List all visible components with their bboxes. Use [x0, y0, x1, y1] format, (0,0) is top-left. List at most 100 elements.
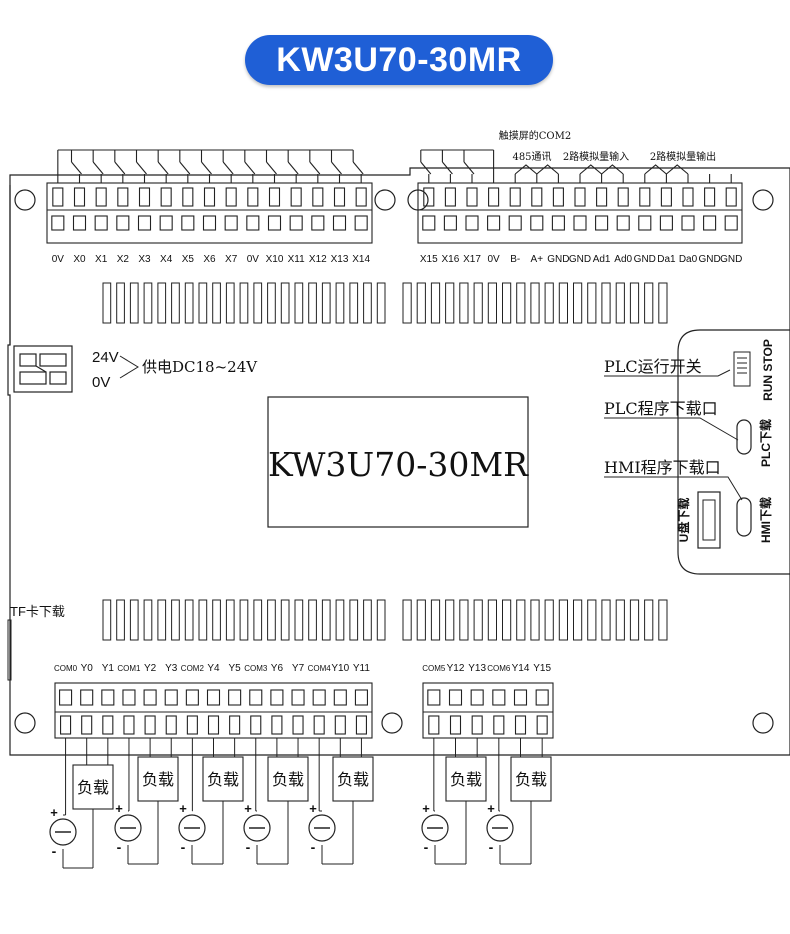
terminal-hole[interactable]	[206, 689, 221, 706]
terminal-hole[interactable]	[291, 689, 305, 706]
terminal-hole[interactable]	[159, 215, 173, 231]
terminal-hole[interactable]	[312, 689, 326, 706]
terminal-hole[interactable]	[311, 215, 325, 231]
terminal-hole[interactable]	[595, 215, 609, 231]
led-slot	[487, 599, 497, 641]
led-slot	[376, 599, 386, 641]
terminal-hole[interactable]	[659, 215, 673, 231]
terminal-screw	[493, 715, 505, 735]
run-stop-switch[interactable]	[733, 351, 751, 387]
terminal-hole[interactable]	[224, 215, 238, 231]
input-switch	[114, 161, 126, 175]
terminal-hole[interactable]	[492, 689, 506, 706]
terminal-label: COM3	[244, 664, 268, 673]
terminal-hole[interactable]	[616, 215, 630, 231]
terminal-hole[interactable]	[137, 215, 152, 231]
terminal-hole[interactable]	[122, 689, 136, 706]
terminal-hole[interactable]	[487, 215, 501, 231]
terminal-screw	[225, 187, 237, 207]
terminal-hole[interactable]	[249, 689, 263, 706]
hmi-download-port[interactable]	[736, 497, 752, 537]
terminal-hole[interactable]	[164, 689, 178, 706]
terminal-label: 0V	[52, 254, 65, 265]
terminal-hole[interactable]	[551, 215, 565, 231]
terminal-screw	[313, 715, 325, 735]
terminal-hole[interactable]	[513, 689, 528, 706]
led-slot	[629, 599, 640, 641]
terminal-hole[interactable]	[270, 689, 284, 706]
terminal-hole[interactable]	[101, 689, 115, 706]
terminal-screw	[355, 187, 367, 207]
terminal-hole[interactable]	[202, 215, 217, 231]
terminal-hole[interactable]	[703, 215, 717, 231]
terminal-hole[interactable]	[508, 215, 522, 231]
terminal-screw	[682, 187, 694, 207]
led-slot	[253, 282, 263, 324]
load-label: 负载	[77, 778, 109, 797]
terminal-screw	[186, 715, 198, 735]
terminal-hole[interactable]	[246, 215, 260, 231]
led-slot	[102, 599, 112, 641]
u-disk-label: U盘下载	[676, 498, 691, 543]
terminal-label: X10	[266, 254, 284, 265]
terminal-hole[interactable]	[332, 215, 347, 231]
led-slot	[658, 599, 668, 641]
input-switch	[136, 161, 147, 175]
terminal-label: X0	[73, 254, 86, 265]
terminal-hole[interactable]	[638, 215, 652, 231]
terminal-hole[interactable]	[724, 215, 738, 231]
terminal-hole[interactable]	[267, 215, 282, 231]
analog-in-bracket	[601, 164, 624, 175]
terminal-screw	[355, 715, 367, 735]
led-slot	[143, 282, 153, 324]
minus-sign: -	[181, 839, 186, 855]
terminal-screw	[138, 187, 151, 207]
terminal-hole[interactable]	[354, 215, 368, 231]
terminal-hole[interactable]	[181, 215, 195, 231]
terminal-label: X7	[225, 254, 238, 265]
terminal-label: COM4	[308, 664, 332, 673]
led-slot	[573, 282, 583, 324]
terminal-hole[interactable]	[185, 689, 199, 706]
board-outline	[7, 167, 790, 756]
terminal-hole[interactable]	[465, 215, 479, 231]
terminal-hole[interactable]	[530, 215, 544, 231]
led-slot	[280, 599, 290, 641]
terminal-hole[interactable]	[427, 689, 441, 706]
terminal-screw	[144, 715, 156, 735]
terminal-label: COM5	[422, 664, 446, 673]
terminal-screw	[102, 715, 114, 735]
terminal-screw	[574, 187, 586, 207]
load-label: 负载	[272, 770, 304, 789]
terminal-hole[interactable]	[116, 215, 130, 231]
terminal-hole[interactable]	[443, 215, 457, 231]
terminal-hole[interactable]	[470, 689, 484, 706]
terminal-label: Y0	[81, 663, 94, 674]
terminal-hole[interactable]	[422, 215, 436, 231]
terminal-hole[interactable]	[51, 215, 65, 231]
led-slot	[363, 282, 372, 324]
terminal-hole[interactable]	[333, 689, 347, 706]
terminal-hole[interactable]	[80, 689, 94, 706]
terminal-hole[interactable]	[681, 215, 695, 231]
terminal-hole[interactable]	[354, 689, 368, 706]
terminal-hole[interactable]	[573, 215, 587, 231]
terminal-screw	[531, 187, 543, 207]
load-box	[510, 756, 552, 802]
led-slot	[349, 282, 359, 324]
terminal-hole[interactable]	[289, 215, 303, 231]
terminal-hole[interactable]	[59, 689, 73, 706]
terminal-hole[interactable]	[94, 215, 108, 231]
terminal-hole[interactable]	[72, 215, 87, 231]
terminal-hole[interactable]	[448, 689, 463, 706]
plc-download-port[interactable]	[736, 419, 752, 455]
led-slot	[516, 282, 526, 324]
led-slot	[502, 599, 512, 641]
terminal-hole[interactable]	[143, 689, 157, 706]
terminal-screw	[617, 187, 629, 207]
terminal-hole[interactable]	[228, 689, 242, 706]
led-slot	[376, 282, 386, 324]
terminal-hole[interactable]	[535, 689, 549, 706]
load-circuits: 负载+-负载+-负载+-负载+-负载+-负载+-负载+-	[49, 738, 552, 869]
led-slot	[198, 599, 208, 641]
